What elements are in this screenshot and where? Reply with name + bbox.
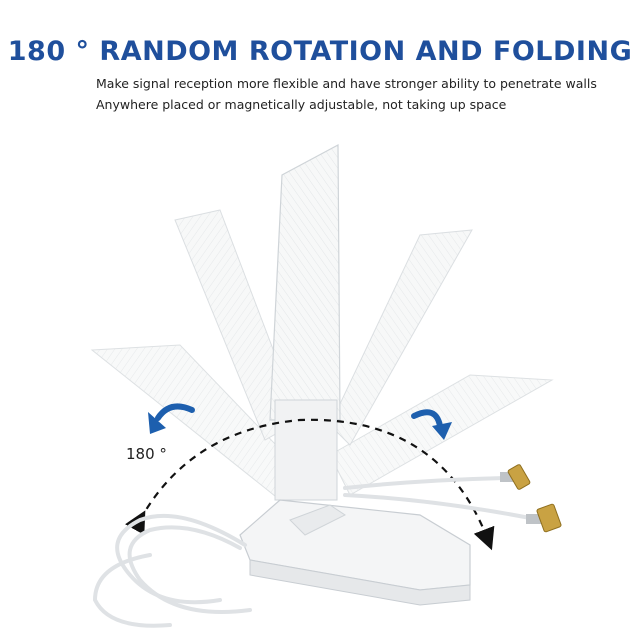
rotation-angle-label: 180 °: [126, 445, 167, 463]
antenna-cables: [92, 476, 542, 628]
feature-text-1: Make signal reception more flexible and …: [96, 76, 597, 91]
sma-connector-2-icon: [526, 503, 562, 533]
rotate-left-arrow-icon: [148, 403, 195, 434]
feature-text-2: Anywhere placed or magnetically adjustab…: [96, 97, 507, 112]
sma-connector-1-icon: [500, 464, 531, 490]
headline-title: 180 ° RANDOM ROTATION AND FOLDING: [7, 36, 633, 67]
antenna-blade-upright: [269, 144, 341, 501]
rotate-right-arrow-icon: [411, 409, 452, 440]
antenna-blade-right-mid: [329, 229, 473, 446]
rotation-arc: [125, 418, 495, 551]
magnetic-base: [239, 499, 471, 606]
